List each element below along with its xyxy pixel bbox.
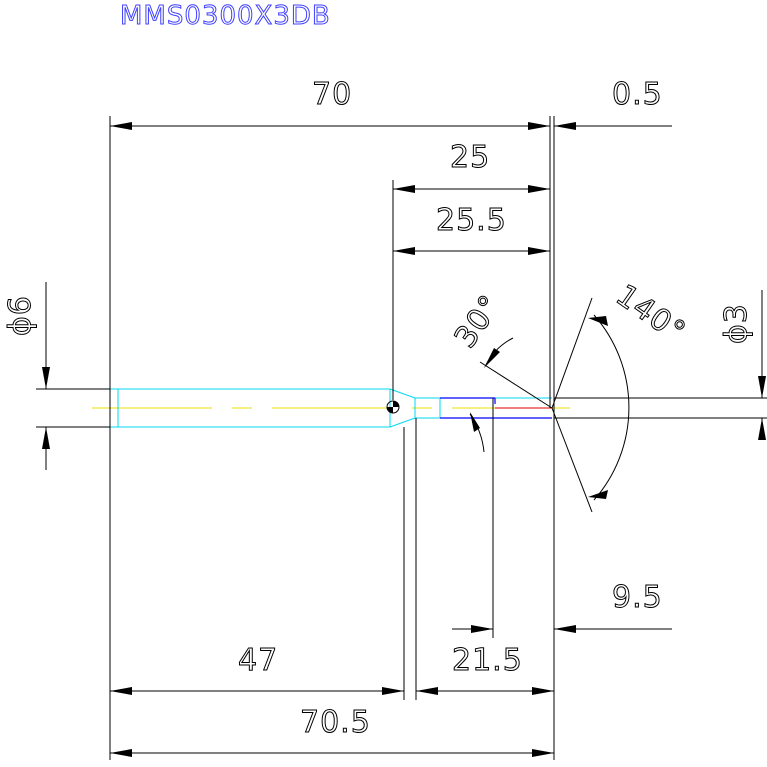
- dim-flute-length: 25: [450, 140, 490, 175]
- part-number-title: MMS0300X3DB: [120, 1, 331, 31]
- dim-point-angle: 140°: [609, 278, 692, 350]
- tool-body: [92, 388, 570, 428]
- dim-total-length: 70.5: [300, 705, 371, 740]
- dim-flute-length-2: 25.5: [436, 203, 507, 238]
- arrowheads: [42, 122, 766, 757]
- extension-lines: [36, 116, 767, 760]
- dim-shank-diameter: ϕ6: [3, 295, 38, 336]
- dim-chamfer-angle: 30°: [448, 288, 509, 354]
- cutting-edge-outline: [440, 397, 552, 419]
- dim-relief-length: 9.5: [612, 580, 663, 615]
- dim-overall-length: 70: [312, 77, 352, 112]
- dim-shank-length: 47: [238, 643, 278, 678]
- dim-tip-offset: 0.5: [612, 77, 663, 112]
- dim-neck-length: 21.5: [452, 643, 523, 678]
- dim-tip-diameter: ϕ3: [719, 303, 754, 344]
